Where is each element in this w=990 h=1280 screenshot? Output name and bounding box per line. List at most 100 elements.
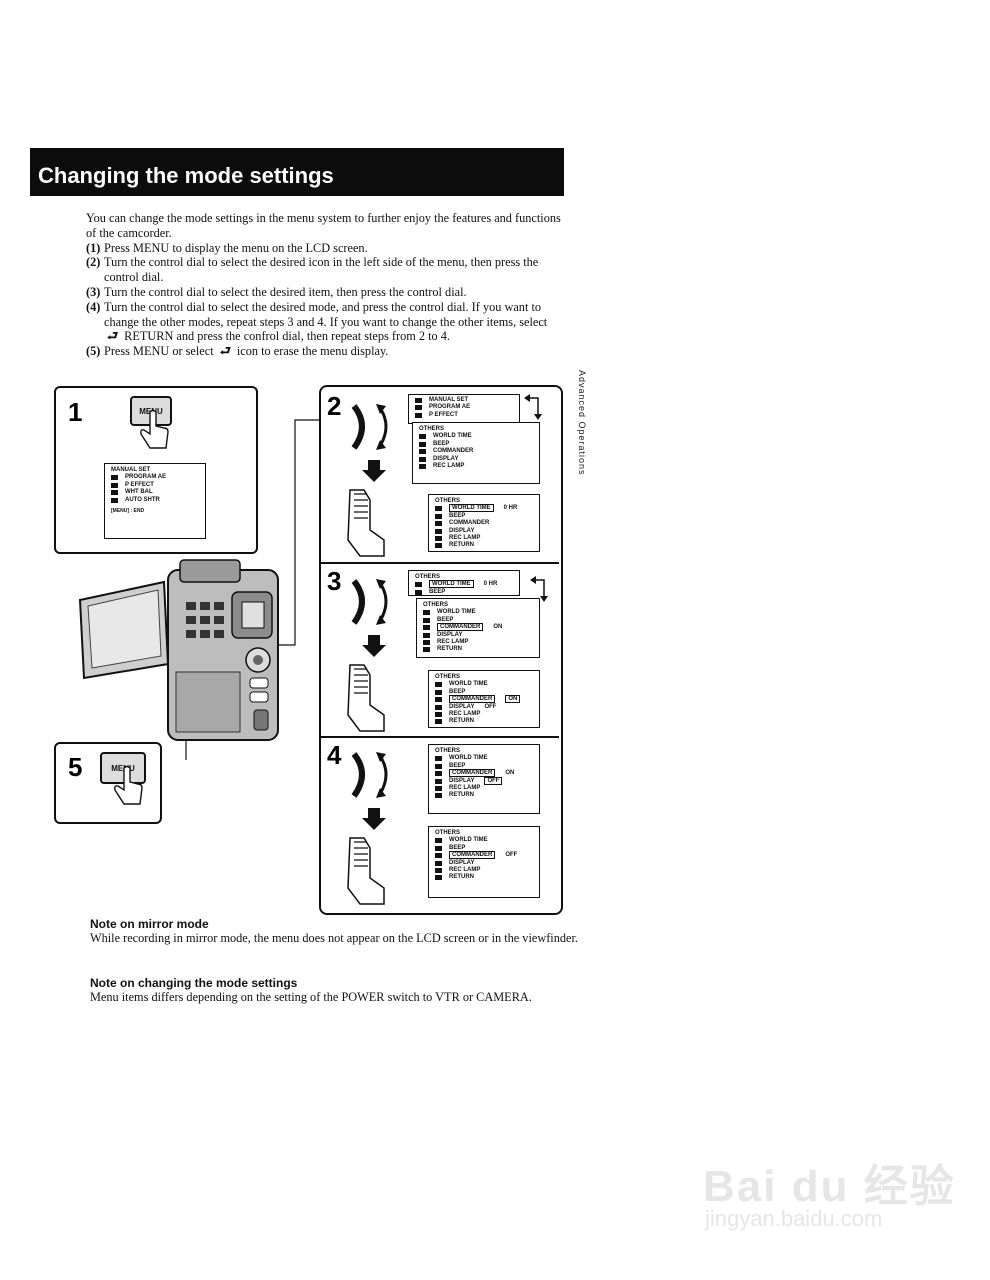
menu-category-icon — [419, 441, 426, 447]
menu-row-label: DISPLAY — [433, 455, 459, 462]
menu-row-value: 0 HR — [503, 505, 518, 512]
menu-category-icon — [415, 398, 422, 403]
menu-category-icon — [435, 689, 442, 695]
menu-row-label: RETURN — [449, 792, 474, 799]
menu-row-label: BEEP — [449, 844, 466, 851]
note-mode-settings: Note on changing the mode settings Menu … — [90, 976, 570, 1005]
menu-row-label: WORLD TIME — [449, 755, 488, 762]
menu-row-label: BEEP — [449, 762, 466, 769]
menu-row-label: DISPLAY — [437, 631, 463, 638]
step-item: (5) Press MENU or select ⮐ icon to erase… — [86, 344, 566, 359]
step3-number: 3 — [327, 566, 342, 596]
menu-button[interactable]: MENU — [100, 752, 146, 784]
option-on: ON — [505, 695, 521, 704]
camcorder-illustration — [78, 559, 279, 741]
menu-row: WORLD TIME — [423, 609, 536, 616]
menu-category-icon — [111, 482, 118, 488]
menu-row-label: PROGRAM AE — [429, 404, 471, 411]
step2-number: 2 — [327, 391, 342, 421]
menu-category-icon — [423, 625, 430, 631]
watermark-url: jingyan.baidu.com — [705, 1206, 883, 1231]
menu-row: COMMANDER ON — [435, 695, 536, 704]
control-dial-turn-icon — [347, 579, 388, 732]
menu-category-icon — [435, 704, 442, 710]
menu-row-label: BEEP — [449, 688, 466, 695]
step1-number: 1 — [68, 397, 83, 427]
step-item: (3) Turn the control dial to select the … — [86, 285, 566, 300]
menu-category-icon — [423, 610, 430, 616]
screen-header: OTHERS — [415, 574, 441, 580]
option-off: OFF — [484, 703, 497, 710]
menu-category-icon — [435, 682, 442, 688]
menu-row-label: WORLD TIME — [449, 681, 488, 688]
section-side-label: Advanced Operations — [577, 370, 587, 476]
menu-row: P EFFECT — [111, 481, 202, 489]
page-title: Changing the mode settings — [38, 163, 334, 188]
menu-row-label: WORLD TIME — [437, 609, 476, 616]
pressing-finger-icon — [140, 410, 169, 449]
panel-divider — [321, 736, 559, 738]
menu-row: DISPLAY — [435, 860, 536, 867]
menu-category-icon — [435, 786, 442, 792]
menu-row-label: P EFFECT — [125, 481, 154, 488]
note-mirror-mode: Note on mirror mode While recording in m… — [90, 917, 610, 946]
step-number: (5) — [86, 344, 101, 359]
return-icon — [435, 719, 442, 725]
return-icon — [435, 543, 442, 549]
menu-category-icon — [435, 712, 442, 718]
menu-row-label: RETURN — [449, 874, 474, 881]
menu-category-icon — [423, 632, 430, 638]
screen-header: OTHERS — [435, 748, 461, 754]
menu-row-label: COMMANDER — [433, 448, 474, 455]
menu-row: WORLD TIME — [435, 755, 536, 762]
step-text: Turn the control dial to select the desi… — [104, 300, 566, 344]
menu-row-label: REC LAMP — [449, 785, 481, 792]
watermark-logo: Bai du 经验 — [703, 1162, 956, 1211]
menu-category-icon — [435, 771, 442, 777]
menu-screen-2b: OTHERS WORLD TIME BEEP COMMANDER DISPLAY… — [412, 422, 540, 484]
step-number: (2) — [86, 255, 101, 270]
menu-row: REC LAMP — [435, 711, 536, 718]
menu-row: COMMANDER — [419, 448, 536, 455]
menu-row-label-selected: COMMANDER — [449, 695, 496, 704]
menu-category-icon — [111, 497, 118, 503]
menu-row-label: BEEP — [437, 616, 454, 623]
menu-category-icon — [111, 490, 118, 496]
step-item: (4) Turn the control dial to select the … — [86, 300, 566, 344]
menu-row: RETURN — [435, 874, 536, 881]
step-number: (1) — [86, 240, 101, 255]
menu-category-icon — [415, 412, 422, 418]
menu-category-icon — [435, 860, 442, 866]
menu-category-icon — [435, 506, 442, 512]
menu-row-label: RETURN — [449, 718, 474, 725]
screen-header: OTHERS — [423, 602, 449, 608]
steps-list: (1) Press MENU to display the menu on th… — [86, 241, 566, 359]
menu-row-label: PROGRAM AE — [125, 474, 167, 481]
step-text: Press MENU to display the menu on the LC… — [104, 240, 368, 255]
menu-row: WORLD TIME — [435, 837, 536, 844]
option-off: OFF — [484, 776, 503, 785]
menu-row: BEEP — [435, 844, 536, 852]
menu-category-icon — [435, 838, 442, 844]
menu-row-label-selected: WORLD TIME — [449, 504, 494, 513]
menu-category-icon — [435, 853, 442, 859]
return-icon — [423, 647, 430, 653]
return-icon: ⮐ — [219, 344, 231, 359]
menu-row: RETURN — [423, 646, 536, 653]
menu-row-label: BEEP — [449, 512, 466, 519]
menu-screen-2a: MANUAL SET PROGRAM AE P EFFECT — [408, 394, 520, 424]
screen-header: OTHERS — [435, 498, 461, 504]
menu-row: REC LAMP — [435, 535, 536, 542]
menu-category-icon — [435, 763, 442, 769]
screen-header: OTHERS — [435, 830, 461, 836]
menu-category-icon — [419, 434, 426, 440]
menu-row: DISPLAY — [423, 631, 536, 639]
step5-number: 5 — [68, 752, 83, 782]
menu-row: P EFFECT — [415, 412, 516, 419]
menu-row: BEEP — [435, 512, 536, 520]
menu-row: WORLD TIME — [435, 681, 536, 688]
menu-row: DISPLAY — [419, 455, 536, 463]
note-text: While recording in mirror mode, the menu… — [90, 931, 578, 945]
